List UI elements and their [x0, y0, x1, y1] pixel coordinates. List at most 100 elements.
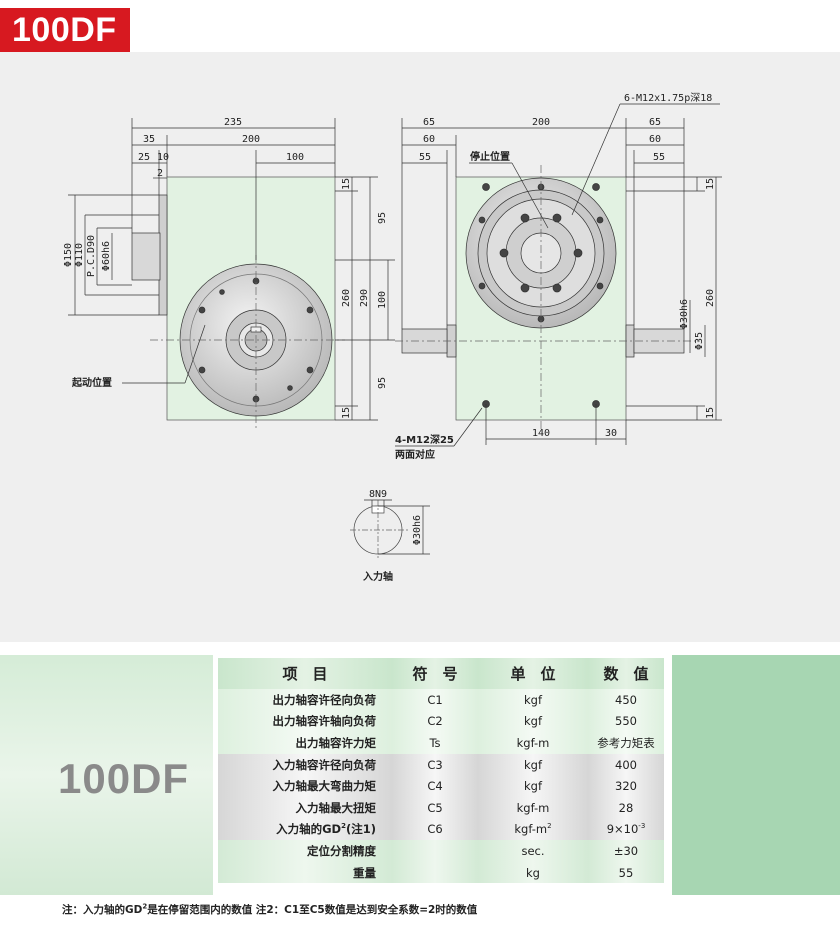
- row-symbol: C5: [392, 796, 478, 819]
- decorative-panel: [672, 655, 840, 895]
- table-row: 定位分割精度 sec. ±30: [218, 840, 664, 862]
- dim-side-d30h6: Φ30h6: [679, 299, 690, 329]
- row-symbol: C6: [392, 818, 478, 841]
- row-item: 入力轴容许径向负荷: [218, 753, 392, 776]
- dim-front-290: 290: [359, 289, 370, 307]
- row-unit: kgf-m: [478, 796, 588, 819]
- row-unit: kgf: [478, 710, 588, 733]
- header-value: 数 值: [588, 658, 664, 689]
- side-left-shaft: [401, 328, 448, 354]
- row-value: 400: [588, 753, 664, 776]
- dim-side-60-right: 60: [649, 134, 661, 145]
- table-row: 出力轴容许力矩 Ts kgf-m 参考力矩表: [218, 732, 664, 754]
- table-row: 入力轴最大扭矩 C5 kgf-m 28: [218, 796, 664, 819]
- dim-front-95-top: 95: [377, 212, 388, 224]
- dim-side-260: 260: [705, 289, 716, 307]
- row-symbol: C3: [392, 753, 478, 776]
- output-tap-callout: 6-M12x1.75p深18: [624, 92, 712, 104]
- dim-side-65-right: 65: [649, 117, 661, 128]
- drawing-svg: 235 35 200 25 10 100 2 Φ150 Φ110 P.C.D90…: [63, 92, 722, 583]
- technical-drawing: 235 35 200 25 10 100 2 Φ150 Φ110 P.C.D90…: [0, 52, 840, 642]
- dim-front-35: 35: [143, 134, 155, 145]
- dim-side-30: 30: [605, 428, 617, 439]
- row-unit: sec.: [478, 840, 588, 862]
- row-symbol: [392, 840, 478, 862]
- row-symbol: C1: [392, 689, 478, 711]
- dim-side-60-left: 60: [423, 134, 435, 145]
- row-value: 55: [588, 861, 664, 884]
- spec-header-row: 项 目 符 号 单 位 数 值: [218, 658, 664, 689]
- dim-front-95-bottom: 95: [377, 377, 388, 389]
- row-value: 9×10-3: [588, 818, 664, 841]
- dim-shaft-dia: Φ30h6: [412, 515, 423, 545]
- dim-side-55-right: 55: [653, 152, 665, 163]
- dim-front-d110: Φ110: [74, 243, 85, 267]
- row-unit: kgf-m2: [478, 818, 588, 841]
- row-item: 定位分割精度: [218, 840, 392, 862]
- row-symbol: Ts: [392, 732, 478, 754]
- header-unit: 单 位: [478, 658, 588, 689]
- row-value: 450: [588, 689, 664, 711]
- dim-front-pcd90: P.C.D90: [86, 235, 97, 277]
- table-row: 入力轴容许径向负荷 C3 kgf 400: [218, 753, 664, 776]
- row-item: 重量: [218, 861, 392, 884]
- dim-side-15-bottom: 15: [705, 407, 716, 419]
- row-value: 28: [588, 796, 664, 819]
- table-row: 入力轴最大弯曲力矩 C4 kgf 320: [218, 775, 664, 797]
- header-item: 项 目: [218, 658, 392, 689]
- dim-front-15-top: 15: [341, 178, 352, 190]
- model-panel: 100DF: [0, 655, 213, 895]
- row-unit: kgf: [478, 775, 588, 797]
- row-item: 出力轴容许轴向负荷: [218, 710, 392, 733]
- front-hub: [131, 232, 161, 281]
- stop-position-label: 停止位置: [470, 150, 510, 163]
- dim-front-15-bottom: 15: [341, 407, 352, 419]
- dim-side-d35: Φ35: [694, 332, 705, 350]
- row-value: 550: [588, 710, 664, 733]
- dim-front-235: 235: [224, 117, 242, 128]
- row-unit: kgf: [478, 753, 588, 776]
- dim-front-10: 10: [157, 152, 169, 163]
- table-row: 入力轴的GD2(注1) C6 kgf-m2 9×10-3: [218, 818, 664, 841]
- spec-table: 项 目 符 号 单 位 数 值 出力轴容许径向负荷 C1 kgf 450 出力轴…: [218, 658, 664, 884]
- dim-side-200: 200: [532, 117, 550, 128]
- row-symbol: C4: [392, 775, 478, 797]
- spec-section: 100DF 项 目 符 号 单 位 数 值 出力轴容许径向负荷 C1 kgf 4…: [0, 655, 840, 895]
- footnote: 注：入力轴的GD2是在停留范围内的数值 注2：C1至C5数值是达到安全系数=2时…: [62, 902, 478, 917]
- mount-holes-label-2: 两面对应: [395, 448, 435, 461]
- dim-front-d60h6: Φ60h6: [101, 241, 112, 271]
- model-name-large: 100DF: [58, 755, 190, 802]
- table-row: 出力轴容许轴向负荷 C2 kgf 550: [218, 710, 664, 733]
- row-item: 入力轴的GD2(注1): [218, 818, 392, 841]
- row-symbol: C2: [392, 710, 478, 733]
- row-value: 320: [588, 775, 664, 797]
- dim-front-100-v: 100: [377, 291, 388, 309]
- dim-side-140: 140: [532, 428, 550, 439]
- dim-side-65-left: 65: [423, 117, 435, 128]
- dim-side-15-top: 15: [705, 178, 716, 190]
- dim-front-25: 25: [138, 152, 150, 163]
- row-unit: kgf: [478, 689, 588, 711]
- row-item: 入力轴最大弯曲力矩: [218, 775, 392, 797]
- dim-front-260: 260: [341, 289, 352, 307]
- dim-front-100: 100: [286, 152, 304, 163]
- dim-front-2: 2: [157, 168, 163, 179]
- header-symbol: 符 号: [392, 658, 478, 689]
- dim-side-55-left: 55: [419, 152, 431, 163]
- row-item: 出力轴容许力矩: [218, 732, 392, 754]
- table-row: 出力轴容许径向负荷 C1 kgf 450: [218, 689, 664, 711]
- row-value: ±30: [588, 840, 664, 862]
- row-unit: kg: [478, 861, 588, 884]
- start-position-label: 起动位置: [71, 376, 112, 389]
- row-item: 入力轴最大扭矩: [218, 796, 392, 819]
- input-shaft-label: 入力轴: [363, 570, 393, 583]
- table-row: 重量 kg 55: [218, 861, 664, 884]
- row-item: 出力轴容许径向负荷: [218, 689, 392, 711]
- dim-front-200: 200: [242, 134, 260, 145]
- row-value: 参考力矩表: [588, 732, 664, 754]
- dim-front-d150: Φ150: [63, 243, 74, 267]
- row-unit: kgf-m: [478, 732, 588, 754]
- row-symbol: [392, 861, 478, 884]
- mount-holes-label-1: 4-M12深25: [395, 433, 454, 446]
- model-badge: 100DF: [0, 8, 130, 52]
